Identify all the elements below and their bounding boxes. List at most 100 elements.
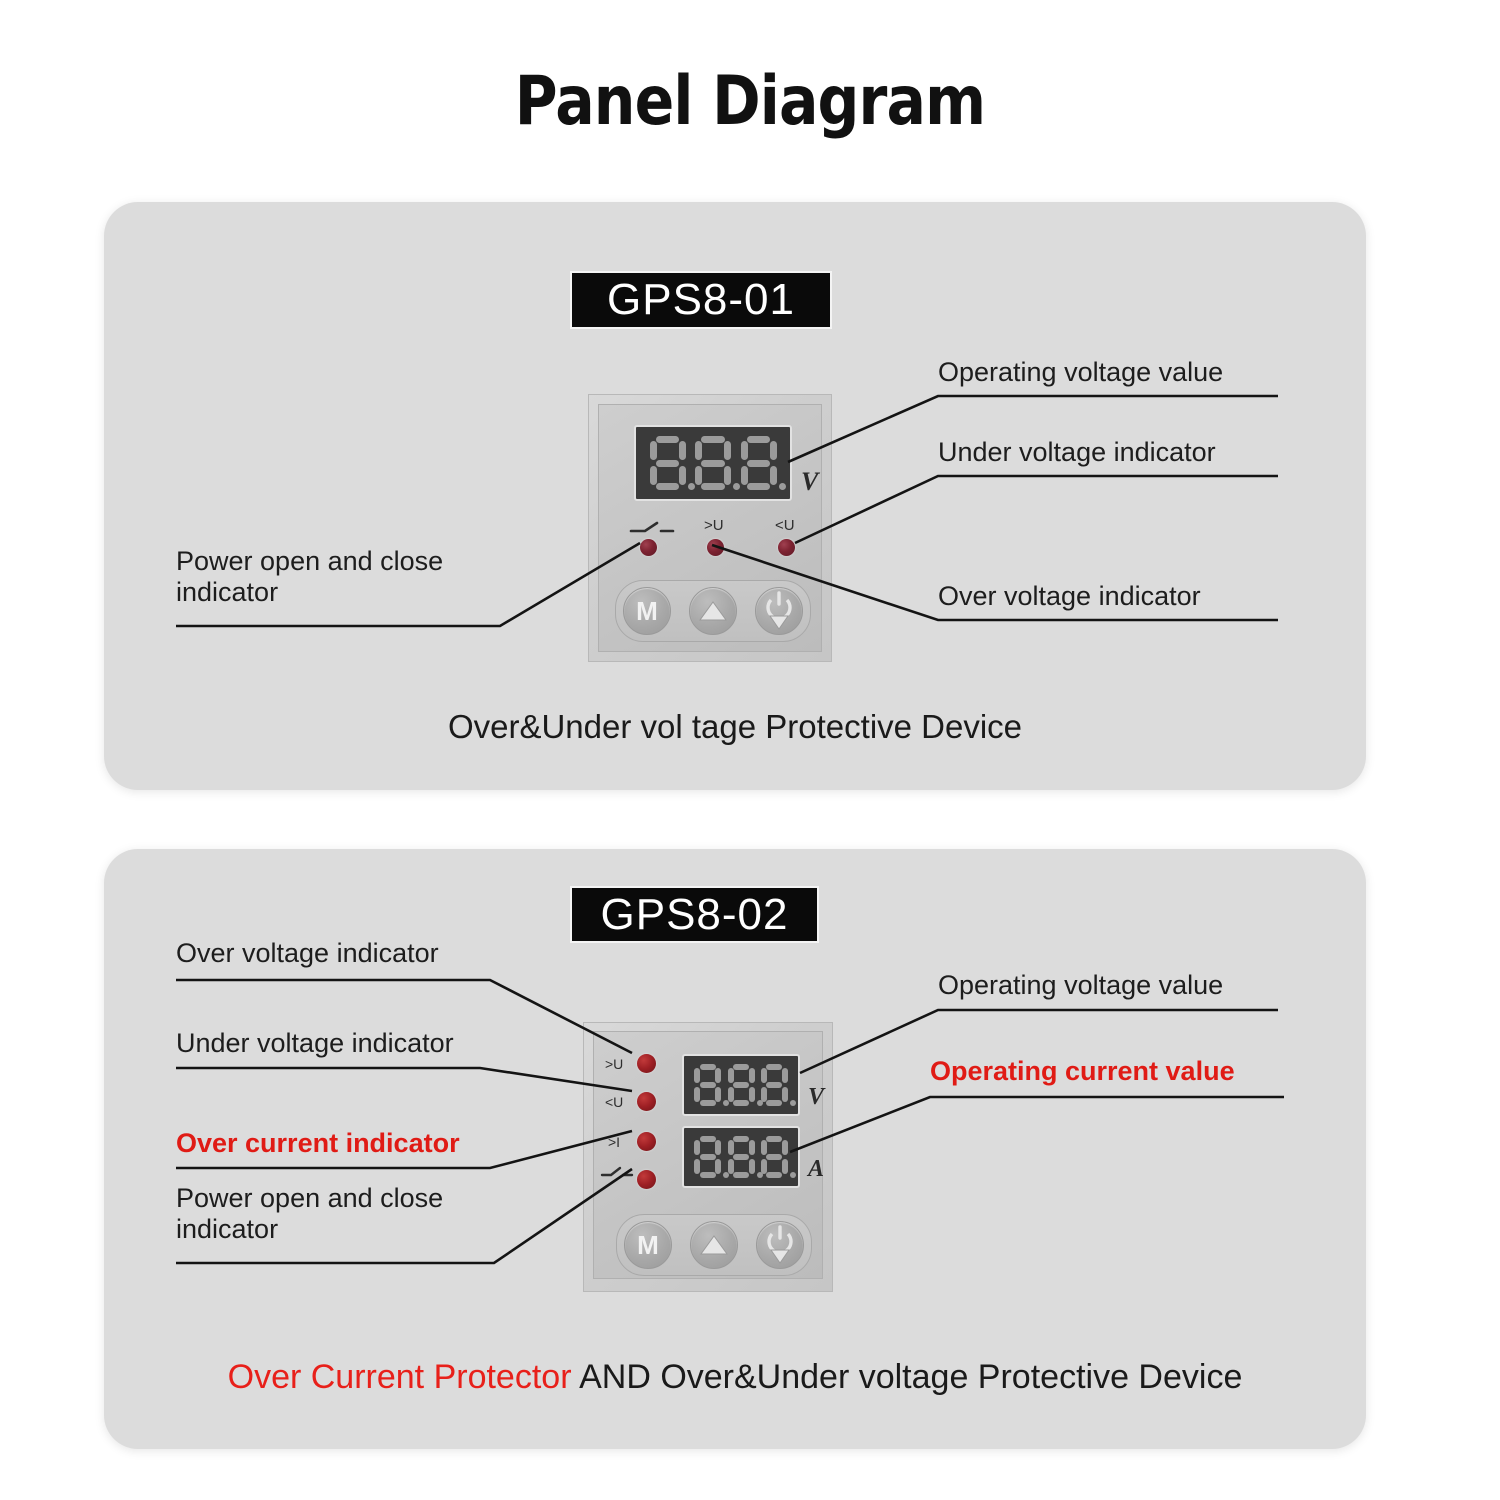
device-gps8-02: >U <U >I 8.8.8. V 8.8.8.	[583, 1022, 833, 1292]
caption-gps8-02: Over Current Protector AND Over&Under vo…	[104, 1358, 1366, 1397]
callout-power-open-close-1: Power open and close indicator	[176, 546, 444, 608]
segment-a	[655, 436, 680, 443]
seven-seg-digit	[760, 1136, 796, 1178]
seven-seg-digit	[727, 1064, 763, 1106]
segment-g	[699, 1154, 716, 1160]
segment-d	[746, 483, 771, 490]
segment-b	[715, 1068, 722, 1083]
decimal-point	[778, 483, 786, 490]
voltage-display-v: 8.8.8.	[682, 1054, 800, 1116]
segment-b	[769, 440, 777, 461]
segment-f	[695, 440, 702, 461]
segment-e	[760, 1087, 767, 1102]
seven-seg-digit	[740, 436, 786, 490]
led-power-open-close	[637, 1170, 656, 1189]
segment-a	[766, 1136, 783, 1142]
decimal-point	[789, 1172, 796, 1178]
led-over-current	[637, 1132, 656, 1151]
led-tag-over-voltage: >U	[605, 1056, 624, 1072]
segment-g	[732, 1082, 750, 1088]
mode-button[interactable]: M	[624, 1221, 672, 1269]
decimal-point	[723, 1100, 730, 1106]
led-over-voltage	[707, 539, 724, 556]
segment-d	[766, 1100, 783, 1106]
led-tag-under-voltage: <U	[605, 1094, 624, 1110]
model-badge-gps8-02: GPS8-02	[570, 886, 819, 943]
current-display-a: 8.8.8.	[682, 1126, 800, 1188]
segment-e	[727, 1087, 734, 1102]
segment-b	[748, 1140, 755, 1155]
led-tag-over-voltage: >U	[704, 517, 724, 534]
unit-label-volt: V	[808, 1084, 825, 1110]
decimal-point	[723, 1172, 730, 1178]
segment-g	[655, 459, 680, 467]
segment-b	[748, 1068, 755, 1083]
segment-g	[701, 459, 725, 467]
callout-operating-voltage-2: Operating voltage value	[938, 970, 1224, 1000]
decimal-point	[687, 483, 695, 490]
callout-operating-voltage-1: Operating voltage value	[938, 357, 1224, 387]
mode-button[interactable]: M	[623, 587, 671, 635]
up-button[interactable]	[689, 587, 737, 635]
led-under-voltage	[778, 539, 795, 556]
segment-b	[781, 1140, 788, 1155]
segment-d	[699, 1100, 716, 1106]
callout-power-open-close-2: Power open and close indicator	[176, 1183, 444, 1245]
segment-e	[695, 465, 702, 486]
led-under-voltage	[637, 1092, 656, 1111]
segment-g	[732, 1154, 750, 1160]
led-tag-under-voltage: <U	[775, 517, 795, 534]
segment-d	[699, 1172, 716, 1178]
segment-e	[694, 1087, 701, 1102]
decimal-point	[789, 1100, 796, 1106]
segment-a	[699, 1136, 716, 1142]
segment-c	[748, 1087, 755, 1102]
segment-d	[732, 1172, 750, 1178]
decimal-point	[756, 1100, 763, 1106]
segment-c	[781, 1159, 788, 1174]
segment-g	[746, 459, 771, 467]
segment-f	[760, 1068, 767, 1083]
power-switch-icon	[600, 1164, 634, 1178]
power-button[interactable]	[755, 587, 803, 635]
segment-e	[694, 1159, 701, 1174]
segment-b	[724, 440, 731, 461]
segment-f	[760, 1140, 767, 1155]
segment-f	[740, 440, 748, 461]
callout-operating-current-2: Operating current value	[930, 1056, 1235, 1086]
segment-a	[746, 436, 771, 443]
led-power-open-close	[640, 539, 657, 556]
segment-c	[678, 465, 686, 486]
up-button[interactable]	[690, 1221, 738, 1269]
segment-e	[740, 465, 748, 486]
power-switch-icon	[629, 519, 675, 535]
segment-f	[727, 1068, 734, 1083]
voltage-display-v: 8.8.8.	[634, 425, 792, 501]
led-over-voltage	[637, 1054, 656, 1073]
unit-label-amp: A	[808, 1156, 825, 1182]
segment-e	[649, 465, 657, 486]
segment-d	[766, 1172, 783, 1178]
power-down-icon	[766, 591, 792, 630]
callout-under-voltage-1: Under voltage indicator	[938, 437, 1216, 467]
segment-e	[760, 1159, 767, 1174]
seven-seg-digit	[649, 436, 695, 490]
device-gps8-01: 8.8.8. V >U <U M	[588, 394, 832, 662]
callout-over-voltage-1: Over voltage indicator	[938, 581, 1201, 611]
seven-seg-digit	[727, 1136, 763, 1178]
segment-c	[781, 1087, 788, 1102]
caption-black-part: AND Over&Under voltage Protective Device	[571, 1358, 1243, 1396]
segment-f	[694, 1140, 701, 1155]
unit-label-volt: V	[801, 467, 819, 496]
segment-f	[694, 1068, 701, 1083]
power-button[interactable]	[756, 1221, 804, 1269]
callout-over-current-2: Over current indicator	[176, 1128, 460, 1158]
caption-gps8-01: Over&Under vol tage Protective Device	[447, 708, 1023, 745]
power-down-icon	[767, 1225, 793, 1264]
segment-c	[715, 1087, 722, 1102]
seven-seg-digit	[695, 436, 740, 490]
segment-a	[766, 1064, 783, 1070]
segment-g	[766, 1082, 783, 1088]
segment-c	[715, 1159, 722, 1174]
led-tag-over-current: >I	[608, 1134, 621, 1150]
